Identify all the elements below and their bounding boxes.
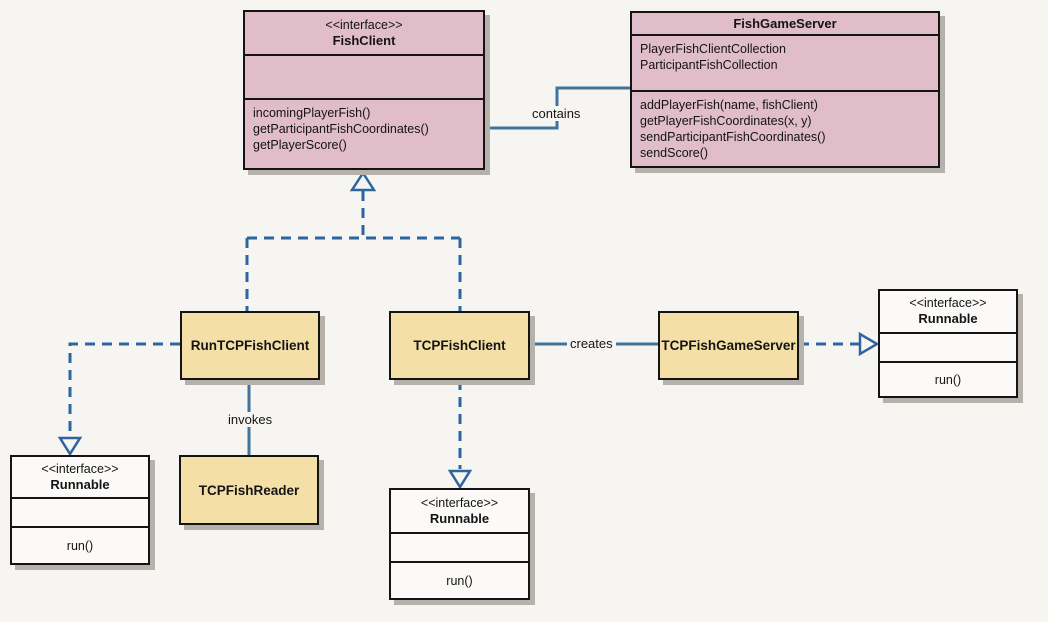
methods-section: run() bbox=[12, 526, 148, 563]
stereotype-label: <<interface>> bbox=[909, 296, 987, 310]
method-item: run() bbox=[66, 538, 94, 553]
class-title-section: <<interface>> Runnable bbox=[391, 490, 528, 532]
method-item: getPlayerFishCoordinates(x, y) bbox=[640, 114, 812, 128]
class-box-runnable-middle: <<interface>> Runnable run() bbox=[389, 488, 530, 600]
class-name: Runnable bbox=[50, 476, 110, 492]
hollow-triangle-down-middle-icon bbox=[447, 469, 473, 490]
stereotype-label: <<interface>> bbox=[325, 17, 403, 32]
method-item: sendParticipantFishCoordinates() bbox=[640, 130, 826, 144]
edge-label-creates: creates bbox=[567, 336, 616, 351]
methods-section: incomingPlayerFish() getParticipantFishC… bbox=[245, 98, 483, 168]
attribute-item: PlayerFishClientCollection bbox=[640, 42, 786, 56]
attributes-section-empty bbox=[880, 332, 1016, 361]
method-item: run() bbox=[446, 573, 473, 588]
dependency-edge-runnable-left bbox=[68, 342, 180, 437]
method-item: addPlayerFish(name, fishClient) bbox=[640, 98, 818, 112]
class-name: FishClient bbox=[332, 32, 396, 48]
methods-section: addPlayerFish(name, fishClient) getPlaye… bbox=[632, 90, 938, 166]
method-item: run() bbox=[934, 372, 962, 387]
hollow-triangle-down-left-icon bbox=[57, 436, 83, 457]
attributes-section-empty bbox=[245, 54, 483, 98]
edge-label-contains: contains bbox=[529, 106, 584, 121]
class-title-section: FishGameServer bbox=[632, 13, 938, 34]
class-name: Runnable bbox=[429, 510, 490, 526]
class-box-fishclient: <<interface>> FishClient incomingPlayerF… bbox=[243, 10, 485, 170]
class-title-section: <<interface>> Runnable bbox=[880, 291, 1016, 332]
hollow-triangle-up-icon bbox=[349, 170, 377, 192]
class-box-fishgameserver: FishGameServer PlayerFishClientCollectio… bbox=[630, 11, 940, 168]
attributes-section-empty bbox=[12, 497, 148, 526]
attribute-item: ParticipantFishCollection bbox=[640, 58, 778, 72]
class-name: TCPFishClient bbox=[413, 338, 506, 353]
class-name: TCPFishGameServer bbox=[661, 338, 796, 353]
attributes-section-empty bbox=[391, 532, 528, 561]
methods-section: run() bbox=[880, 361, 1016, 396]
class-box-tcpfishgameserver: TCPFishGameServer bbox=[658, 311, 799, 380]
hollow-triangle-right-icon bbox=[858, 331, 880, 357]
class-name: TCPFishReader bbox=[198, 482, 300, 498]
method-item: getPlayerScore() bbox=[253, 138, 347, 152]
methods-section: run() bbox=[391, 561, 528, 598]
stereotype-label: <<interface>> bbox=[41, 461, 119, 476]
class-title-section: <<interface>> FishClient bbox=[245, 12, 483, 54]
class-name: Runnable bbox=[918, 311, 978, 326]
class-box-runnable-right: <<interface>> Runnable run() bbox=[878, 289, 1018, 398]
class-title-section: <<interface>> Runnable bbox=[12, 457, 148, 497]
edge-label-invokes: invokes bbox=[225, 412, 276, 427]
class-box-tcpfishclient: TCPFishClient bbox=[389, 311, 530, 380]
method-item: incomingPlayerFish() bbox=[253, 106, 371, 120]
class-box-runnable-left: <<interface>> Runnable run() bbox=[10, 455, 150, 565]
class-name: FishGameServer bbox=[733, 15, 837, 31]
class-box-runtcpfishclient: RunTCPFishClient bbox=[180, 311, 320, 380]
class-box-tcpfishreader: TCPFishReader bbox=[179, 455, 319, 525]
class-name: RunTCPFishClient bbox=[190, 338, 310, 353]
method-item: sendScore() bbox=[640, 146, 709, 160]
attributes-section: PlayerFishClientCollection ParticipantFi… bbox=[632, 34, 938, 90]
stereotype-label: <<interface>> bbox=[420, 495, 499, 510]
method-item: getParticipantFishCoordinates() bbox=[253, 122, 429, 136]
